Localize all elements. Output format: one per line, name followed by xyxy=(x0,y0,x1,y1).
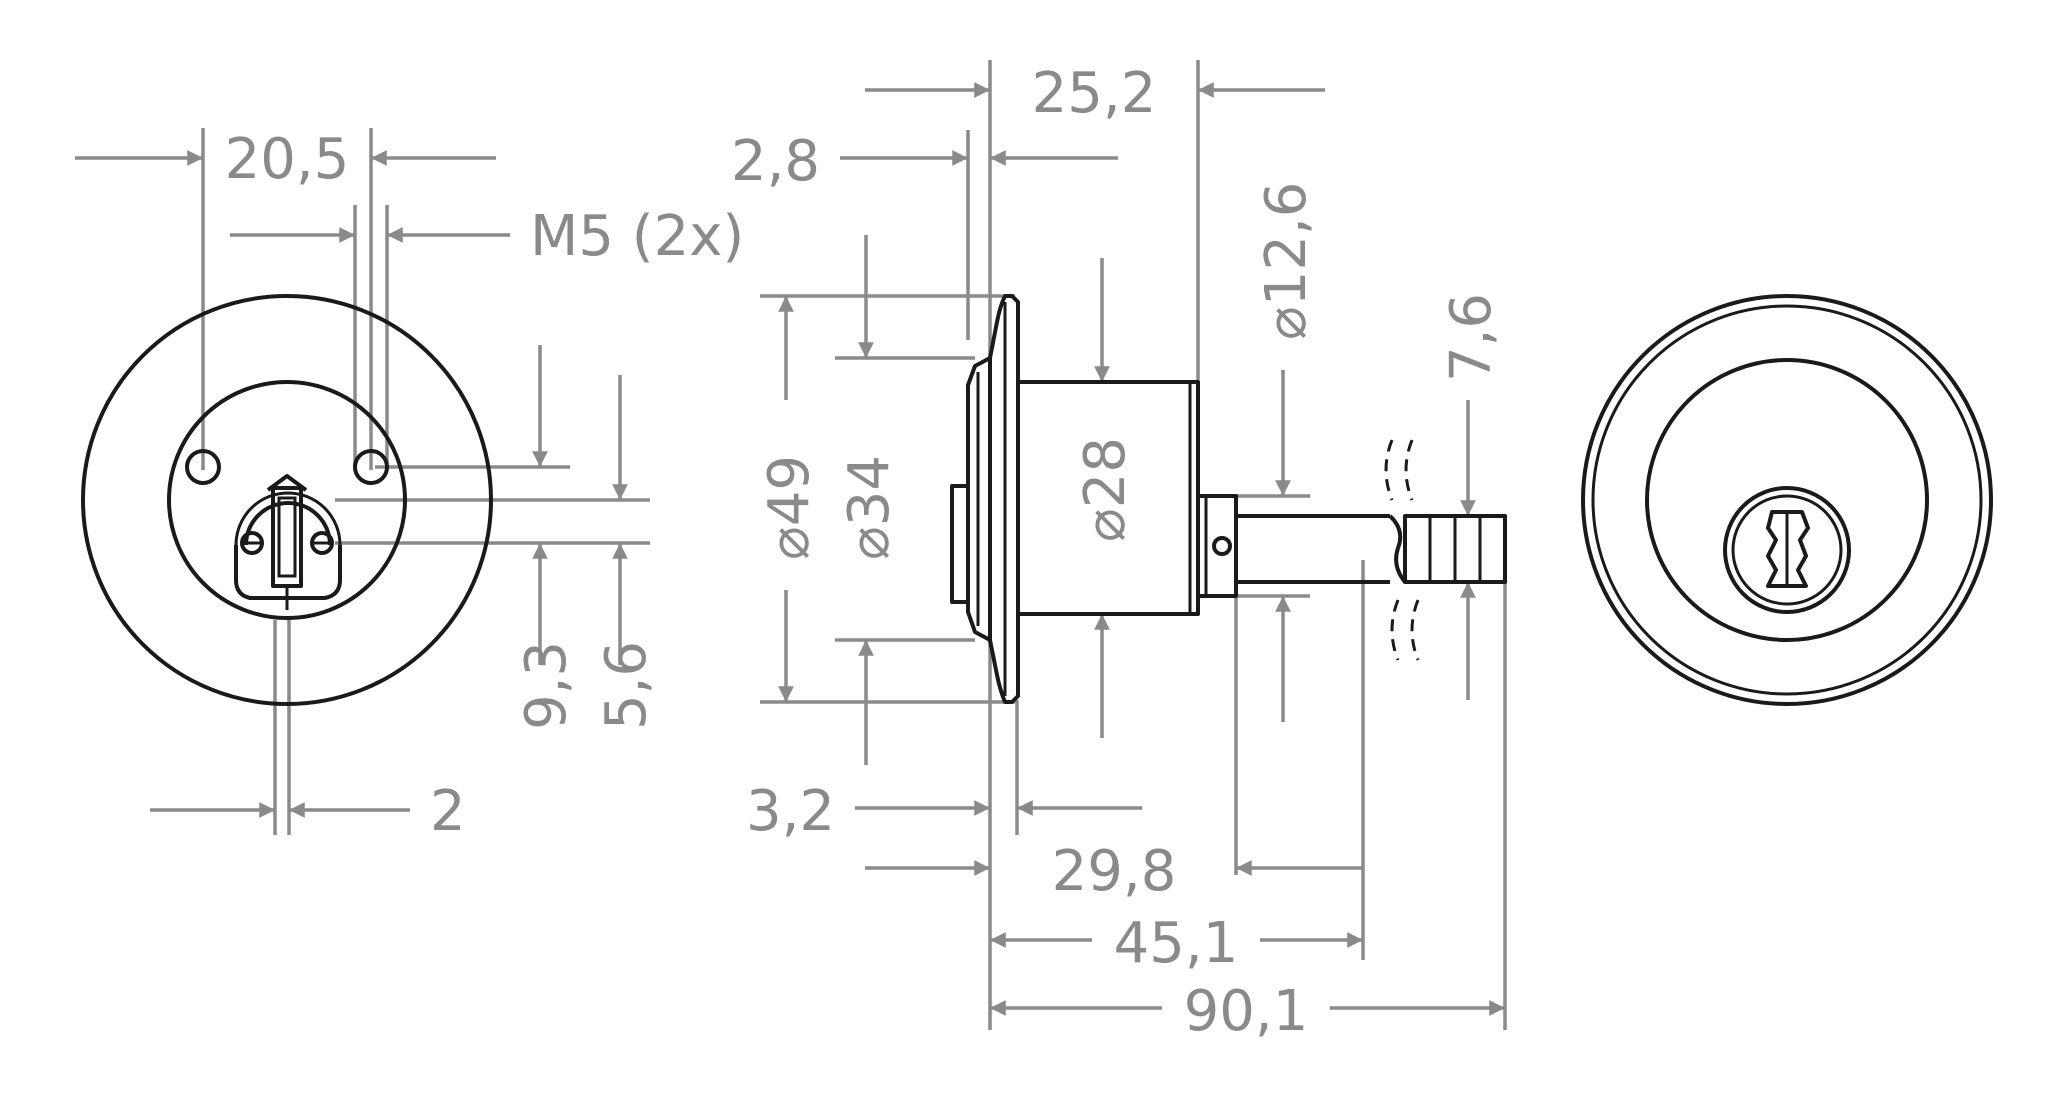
dim-outer-diameter: ⌀49 xyxy=(757,455,822,560)
dim-tail-start: 29,8 xyxy=(1052,839,1177,904)
break-mark xyxy=(1388,514,1407,584)
collar-screw xyxy=(1212,536,1232,556)
dim-body-length: 25,2 xyxy=(1032,61,1157,126)
cam-mechanism xyxy=(234,474,342,610)
dim-tail-end: 7,6 xyxy=(1439,293,1504,382)
dim-flange-thickness: 2,8 xyxy=(731,129,820,194)
dim-offset-b: 5,6 xyxy=(594,641,659,730)
dim-tail-diameter: ⌀12,6 xyxy=(1254,182,1319,340)
front-rose-outline xyxy=(81,294,493,706)
dim-rose-diameter: ⌀34 xyxy=(837,455,902,560)
dim-tail-min: 45,1 xyxy=(1114,911,1239,976)
key-face xyxy=(950,484,970,604)
front-view-dimensions: 20,5 M5 (2x) 9,3 5,6 2 xyxy=(75,127,744,844)
dim-thread: M5 (2x) xyxy=(530,204,744,269)
dim-hole-spacing: 20,5 xyxy=(225,127,350,192)
dim-slot-width: 2 xyxy=(430,779,466,844)
dim-collar-thickness: 3,2 xyxy=(746,779,835,844)
keyway-icon xyxy=(1766,510,1810,588)
front-view xyxy=(81,294,493,706)
tail-collar xyxy=(1196,494,1238,598)
rear-rose-inner xyxy=(1591,304,1983,696)
rear-cylinder-outline xyxy=(1645,358,1929,642)
keyway-plug xyxy=(1723,486,1851,614)
front-plate-outline xyxy=(167,380,407,620)
mounting-hole-right xyxy=(353,449,389,485)
rear-view xyxy=(1581,294,1993,706)
side-view-dimensions: 25,2 2,8 ⌀49 ⌀34 ⌀28 xyxy=(731,60,1507,1044)
dim-offset-a: 9,3 xyxy=(514,641,579,730)
rear-rose-outer xyxy=(1581,294,1993,706)
dim-overall: 90,1 xyxy=(1184,979,1309,1044)
flange-outline xyxy=(988,294,1020,704)
side-view xyxy=(950,294,1507,704)
dim-cylinder-diameter: ⌀28 xyxy=(1073,437,1138,542)
mounting-hole-left xyxy=(185,449,221,485)
